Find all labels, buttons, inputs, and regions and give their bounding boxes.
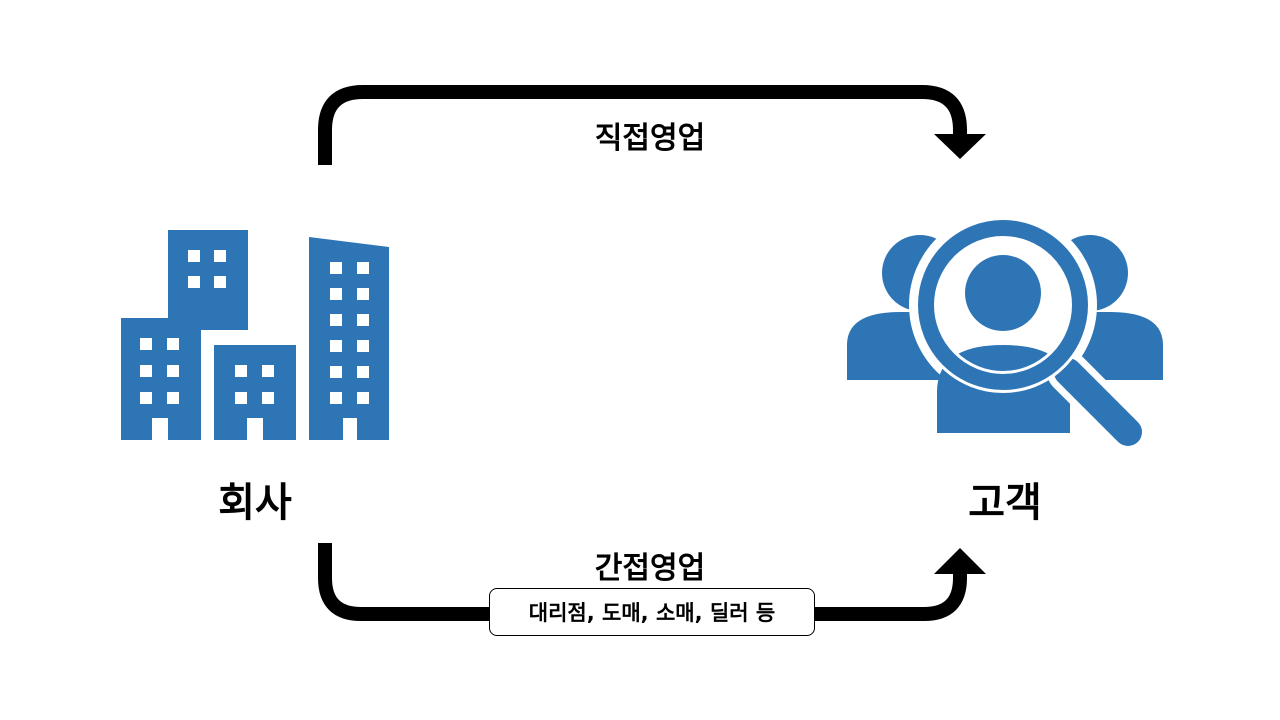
- sales-channels-box: 대리점, 도매, 소매, 딜러 등: [489, 588, 815, 636]
- company-label: 회사: [218, 480, 292, 526]
- office-buildings-icon: [121, 230, 389, 440]
- customer-label: 고객: [968, 480, 1042, 526]
- direct-sales-arrow: [318, 85, 986, 165]
- indirect-sales-label: 간접영업: [594, 551, 706, 586]
- direct-sales-label: 직접영업: [594, 121, 706, 156]
- customer-search-icon: [847, 211, 1163, 453]
